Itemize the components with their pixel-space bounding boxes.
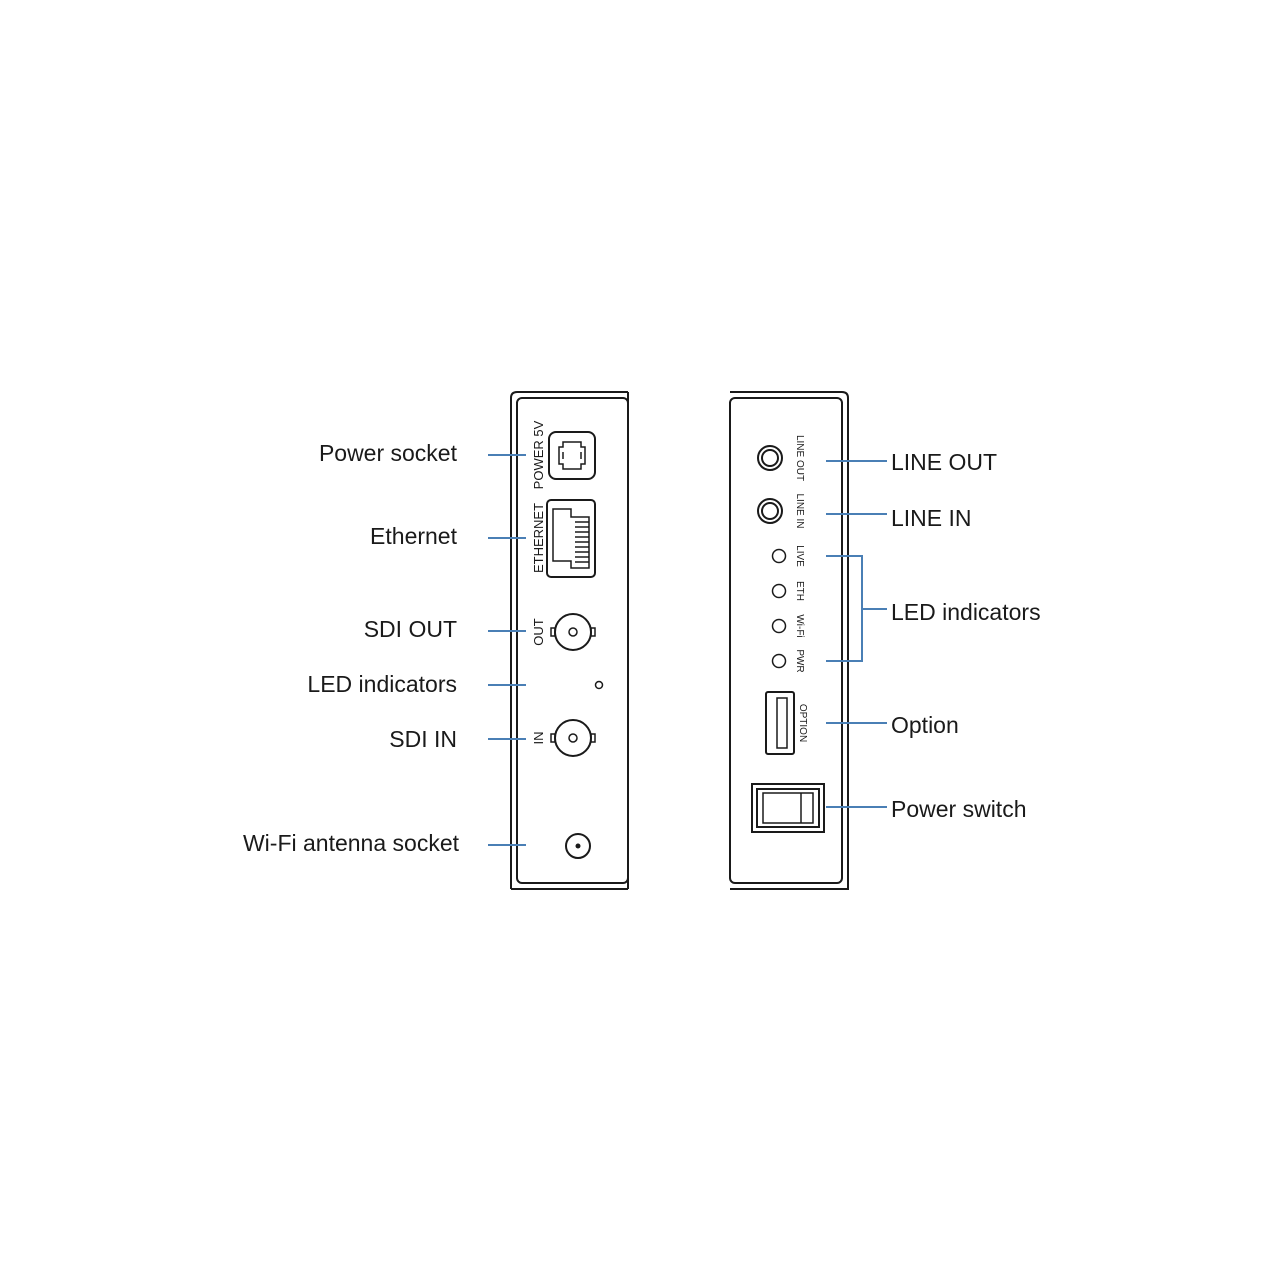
led-live bbox=[771, 548, 787, 564]
left-panel-face bbox=[516, 397, 629, 884]
line-out-label: LINE OUT bbox=[794, 435, 805, 481]
led-pwr-label: PWR bbox=[794, 649, 805, 672]
option-port bbox=[765, 691, 795, 755]
callout-option: Option bbox=[891, 712, 959, 738]
power-port-label: POWER 5V bbox=[531, 420, 546, 489]
power-switch bbox=[751, 783, 825, 833]
sdi-out-label: OUT bbox=[531, 618, 546, 646]
line-in-label: LINE IN bbox=[794, 493, 805, 528]
left-led-indicator bbox=[594, 680, 604, 690]
option-label: OPTION bbox=[797, 704, 808, 742]
callout-power-switch: Power switch bbox=[891, 796, 1026, 822]
led-eth-label: ETH bbox=[794, 581, 805, 601]
callout-line-out: LINE OUT bbox=[891, 449, 997, 475]
line-in-jack bbox=[757, 498, 783, 524]
sdi-in-label: IN bbox=[531, 732, 546, 745]
callout-ethernet: Ethernet bbox=[370, 523, 458, 549]
line-out-jack bbox=[757, 445, 783, 471]
callout-led-indicators-left: LED indicators bbox=[307, 671, 457, 697]
led-live-label: LIVE bbox=[794, 545, 805, 567]
sdi-out-connector bbox=[550, 613, 596, 651]
sdi-in-connector bbox=[550, 719, 596, 757]
power-socket-port bbox=[548, 431, 596, 480]
ethernet-port bbox=[546, 499, 596, 578]
callout-line-in: LINE IN bbox=[891, 505, 972, 531]
right-panel-face bbox=[729, 397, 843, 884]
leader-led-bracket bbox=[826, 555, 887, 662]
callout-led-indicators-right: LED indicators bbox=[891, 599, 1041, 625]
callout-sdi-out: SDI OUT bbox=[364, 616, 457, 642]
led-eth bbox=[771, 583, 787, 599]
led-pwr bbox=[771, 653, 787, 669]
ethernet-port-label: ETHERNET bbox=[531, 503, 546, 573]
left-panel: POWER 5V ETHERNET OUT bbox=[243, 391, 629, 890]
right-panel: LINE OUT LINE IN LIVE ETH Wi-Fi PWR OPTI… bbox=[729, 391, 1041, 890]
callout-sdi-in: SDI IN bbox=[389, 726, 457, 752]
led-wifi bbox=[771, 618, 787, 634]
left-panel-housing bbox=[510, 391, 629, 890]
wifi-antenna-connector bbox=[565, 833, 591, 859]
callout-power-socket: Power socket bbox=[319, 440, 458, 466]
callout-wifi-antenna: Wi-Fi antenna socket bbox=[243, 830, 460, 856]
right-panel-housing bbox=[730, 391, 849, 890]
led-wifi-label: Wi-Fi bbox=[794, 614, 805, 637]
